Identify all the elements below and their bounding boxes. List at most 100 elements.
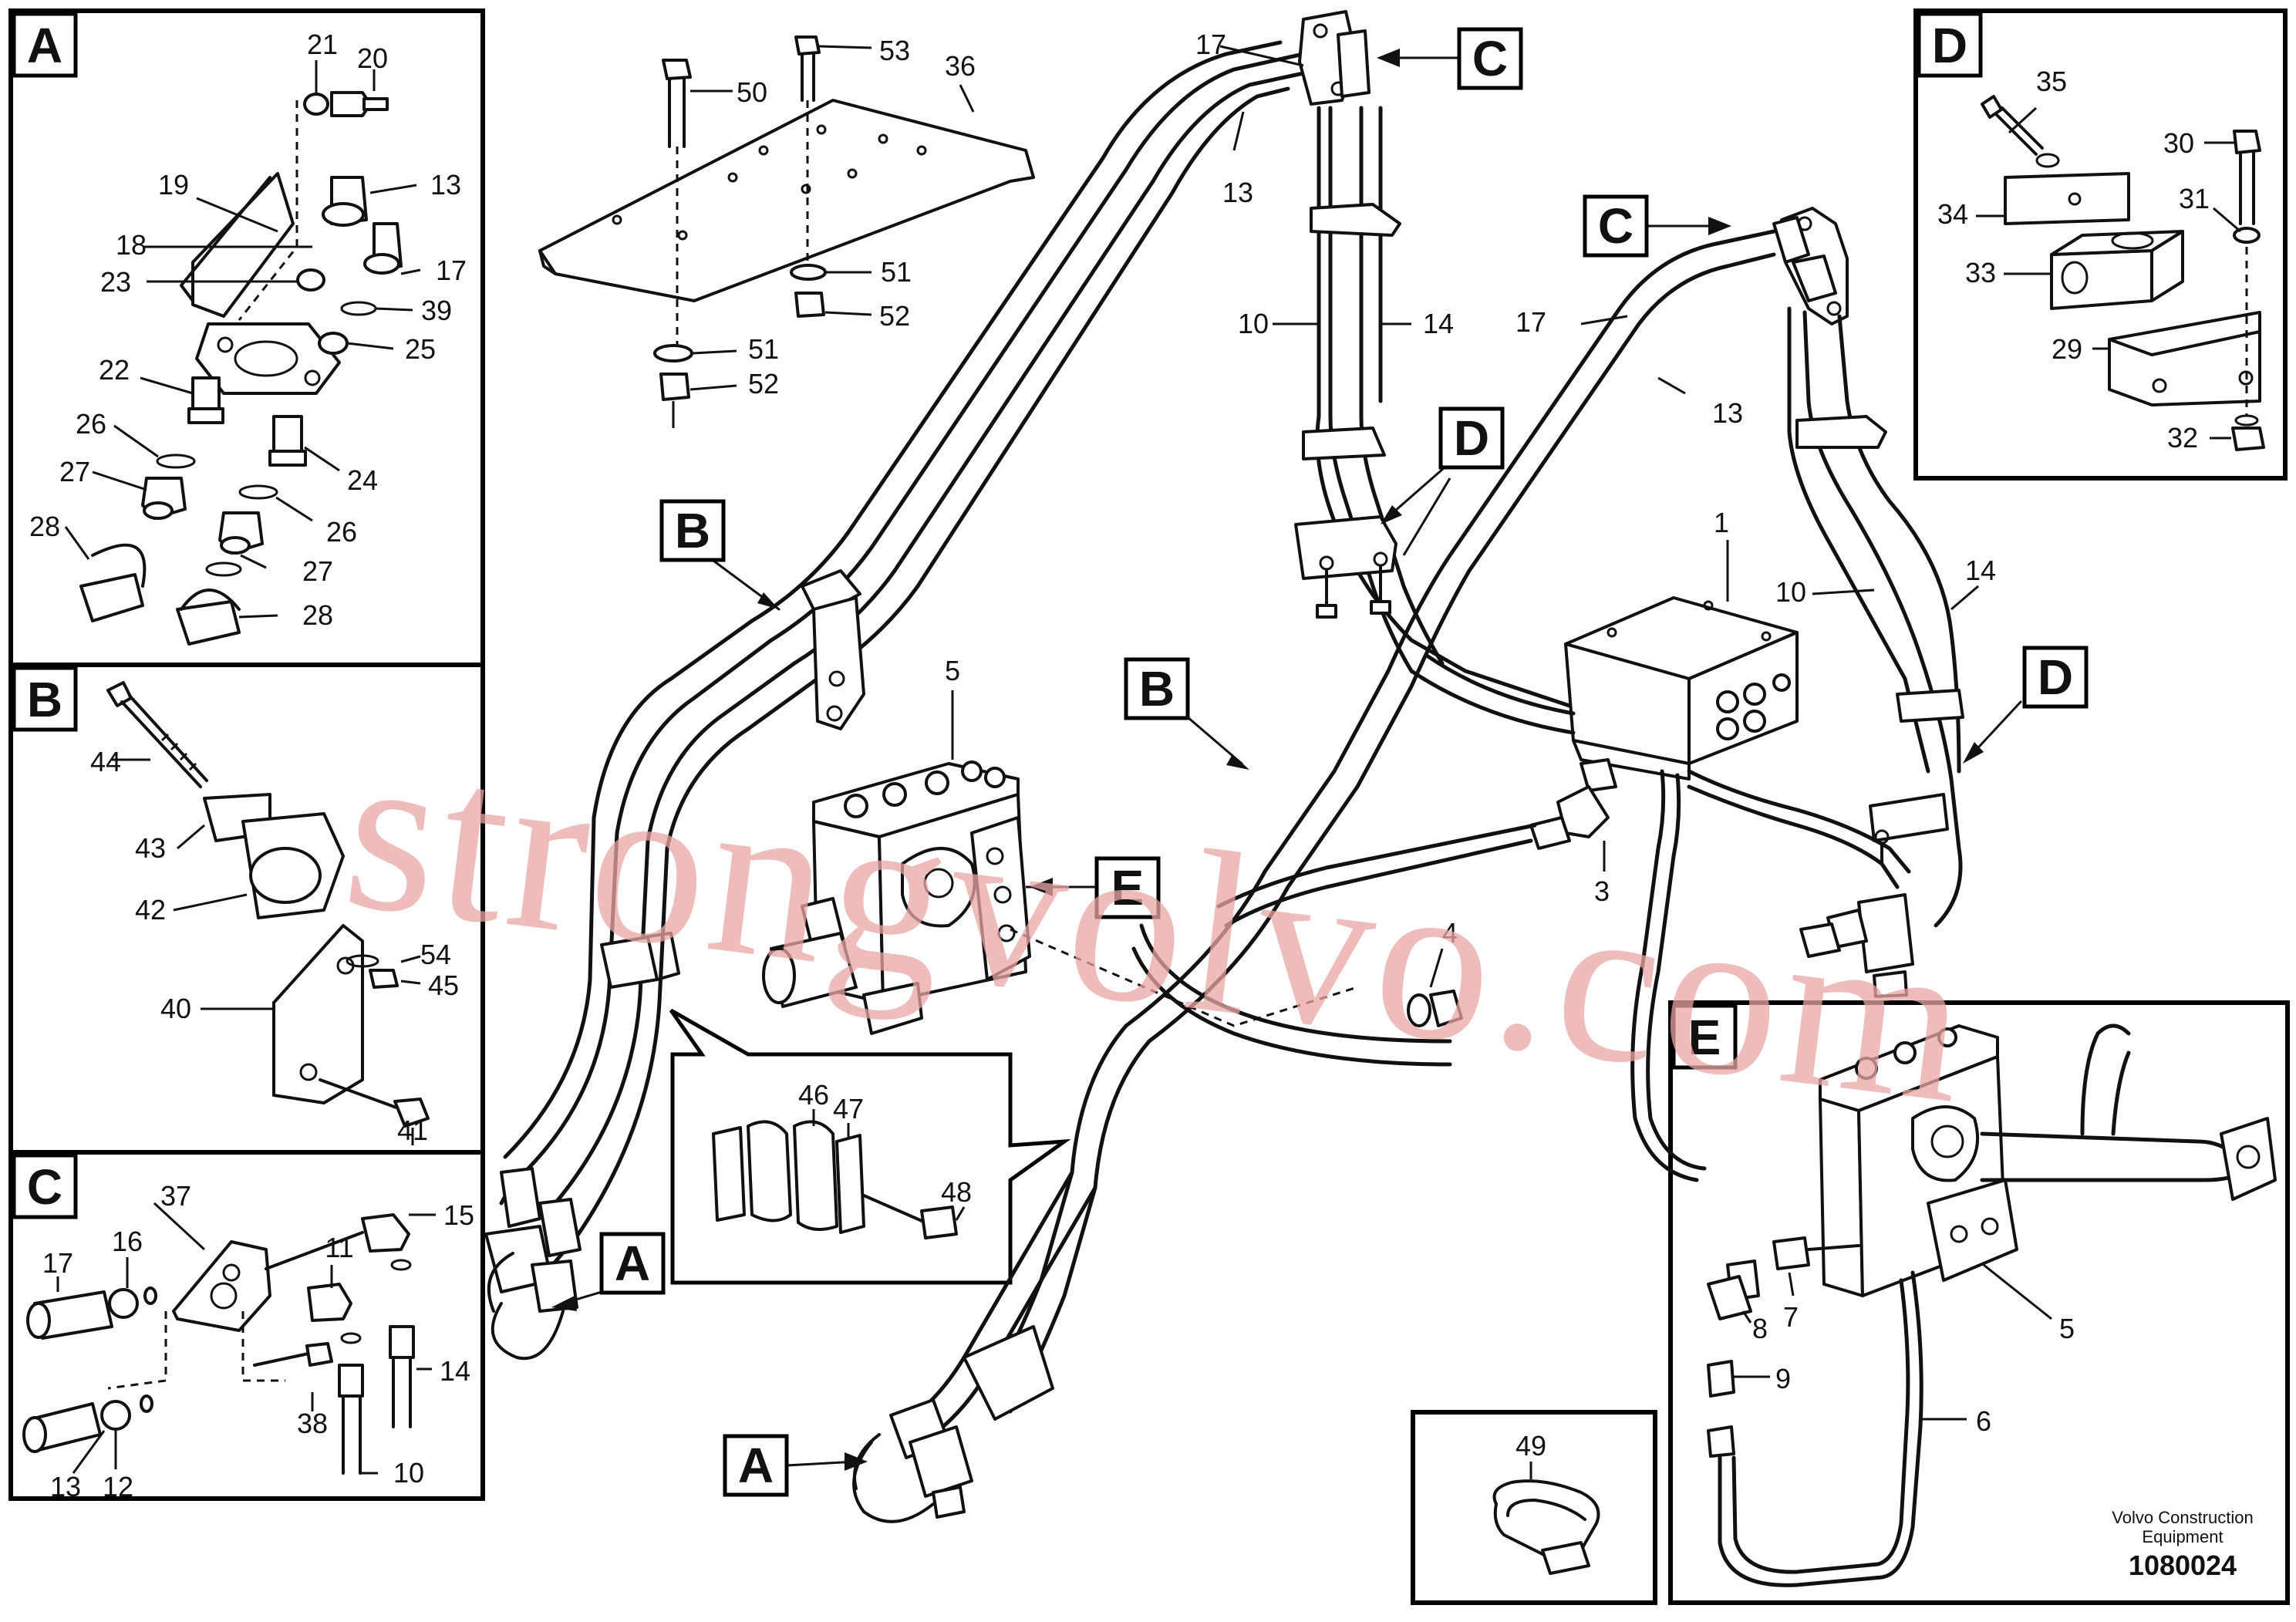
control-valve-5 [762,690,1095,1035]
hose-run-left [484,40,1306,1361]
label-50: 50 [737,76,767,108]
label-17m2: 17 [1515,306,1546,338]
label-20: 20 [357,42,388,74]
panel-D-letter-text: D [1932,18,1967,73]
hose-ends-bottom [852,1170,1097,1523]
label-53: 53 [879,35,910,66]
label-11: 11 [325,1232,353,1263]
label-10c: 10 [393,1457,424,1489]
label-12: 12 [103,1471,133,1502]
label-27a: 27 [59,456,90,487]
label-14m2: 14 [1965,555,1996,586]
label-17m: 17 [1195,29,1226,60]
callout-E: E [1030,856,1161,919]
label-21: 21 [307,29,338,60]
callout-B-right-text: B [1139,661,1175,717]
label-1: 1 [1714,507,1729,538]
clamp-callout-box [669,1008,1071,1285]
callout-B-left-text: B [675,503,710,558]
credit-line-1: Volvo Construction [2112,1508,2253,1527]
label-14m: 14 [1423,308,1454,339]
panel-C-letter-text: C [27,1159,62,1215]
label-5: 5 [945,655,960,686]
label-13m2: 13 [1712,397,1743,429]
panel-D-letter: D [1917,12,1983,78]
label-10m2: 10 [1775,576,1806,608]
panel-D-drawing [1976,95,2265,451]
label-52b: 52 [748,368,779,400]
label-26a: 26 [76,408,106,440]
label-44: 44 [90,746,121,777]
label-43: 43 [135,832,166,864]
label-17a: 17 [436,255,467,286]
callout-D-middle-text: D [1454,410,1489,466]
panel-C-letter: C [12,1153,78,1219]
label-29: 29 [2052,333,2082,365]
label-15: 15 [443,1199,474,1231]
label-3: 3 [1594,875,1610,907]
panel-A-letter-text: A [27,18,62,73]
panel-E-letter: E [1671,1003,1738,1070]
callout-A-bottom: A [723,1434,868,1497]
label-14c: 14 [440,1355,470,1387]
callout-A-left: A [551,1232,666,1311]
label-41: 41 [397,1114,428,1146]
panel-B-letter-text: B [27,672,62,727]
callout-B-right: B [1124,657,1249,770]
label-4: 4 [1442,917,1458,949]
panel-B-drawing [106,681,430,1145]
callout-D-right-text: D [2038,649,2073,705]
callout-D-right: D [1963,646,2089,764]
label-28a: 28 [29,511,60,542]
panel-49-drawing [1492,1462,1600,1575]
label-19: 19 [158,169,189,201]
label-25: 25 [405,333,436,365]
label-51a: 51 [881,256,912,288]
label-17c: 17 [42,1247,73,1279]
callout-C-top: C [1377,27,1523,90]
panel-C-drawing [22,1202,436,1475]
panel-E-drawing [1707,1023,2277,1587]
label-32: 32 [2167,422,2198,454]
watermark: strongvolvo.com [333,699,1984,1152]
label-23: 23 [100,266,131,298]
label-49: 49 [1515,1430,1546,1462]
callout-C-right: C [1583,194,1731,258]
label-52a: 52 [879,300,910,332]
label-48: 48 [941,1176,972,1208]
hose-run-middle [1219,10,1583,712]
panel-B-letter: B [12,666,78,732]
panel-A-drawing [64,60,421,646]
label-30: 30 [2163,127,2194,159]
label-38: 38 [297,1408,328,1439]
label-5e: 5 [2059,1313,2075,1344]
label-42: 42 [135,894,166,926]
label-7: 7 [1783,1301,1799,1333]
label-33: 33 [1965,257,1996,288]
label-18: 18 [116,229,147,261]
panel-E-letter-text: E [1688,1010,1721,1065]
label-34: 34 [1937,198,1968,230]
callout-B-left: B [659,499,781,611]
label-45: 45 [428,969,459,1001]
label-13c: 13 [50,1471,81,1502]
label-28b: 28 [302,599,333,631]
label-47: 47 [833,1093,864,1125]
label-51b: 51 [748,333,779,365]
callout-C-top-text: C [1472,31,1508,86]
label-13a: 13 [430,169,461,201]
label-40: 40 [160,993,191,1024]
panel-E-frame [1668,1000,2290,1605]
label-6: 6 [1976,1405,1991,1437]
panel-D-frame [1913,8,2288,481]
label-24: 24 [347,464,378,496]
callout-A-bottom-text: A [738,1438,774,1493]
document-number: 1080024 [2129,1549,2237,1581]
credit-line-2: Equipment [2142,1527,2223,1546]
label-37: 37 [160,1180,191,1212]
label-31: 31 [2179,183,2210,214]
panel-49-frame [1411,1410,1657,1605]
label-22: 22 [99,354,130,386]
